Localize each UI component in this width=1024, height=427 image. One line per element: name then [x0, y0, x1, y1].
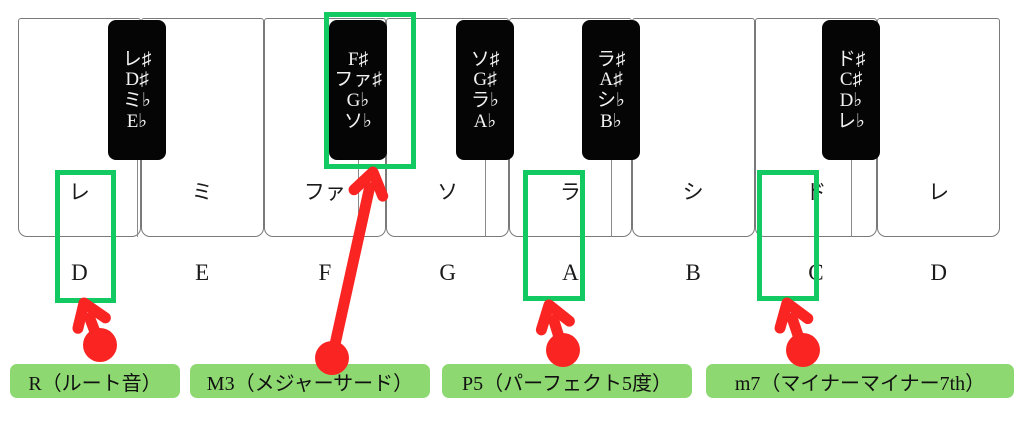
arrow-to-root-shaft: [84, 312, 106, 351]
black-key-stem: [611, 158, 612, 237]
black-key-note-line: A♯: [599, 69, 623, 91]
black-key-1[interactable]: F♯ファ♯G♭ソ♭: [329, 20, 387, 160]
arrow-to-p5-origin-dot: [546, 333, 580, 367]
white-key-latin-label: F: [318, 260, 332, 285]
highlight-box-white-key-a: [523, 170, 585, 301]
black-key-3[interactable]: ラ♯A♯シ♭B♭: [582, 20, 640, 160]
black-key-note-line: C♯: [839, 69, 863, 91]
black-key-note-line: G♭: [346, 90, 370, 111]
arrow-to-m7-origin-dot: [786, 333, 820, 367]
white-key-kana-label: ラ: [559, 180, 581, 204]
white-key-kana-label: シ: [682, 180, 704, 204]
black-key-note-line: B♭: [600, 110, 622, 132]
white-key-kana-label: ファ: [303, 180, 346, 204]
highlight-box-white-key-d: [55, 170, 116, 303]
black-key-note-line: A♭: [473, 110, 497, 132]
black-key-note-line: G♯: [473, 69, 497, 91]
arrow-to-m7-shaft: [786, 312, 809, 356]
white-key-latin-label: E: [195, 260, 210, 285]
chord-tone-pill-label: R（ルート音）: [28, 372, 162, 395]
black-key-note-line: シ♭: [597, 90, 625, 111]
arrow-to-p5-head: [535, 299, 575, 336]
black-key-0[interactable]: レ♯D♯ミ♭E♭: [108, 20, 166, 160]
chord-tone-pill-label: P5（パーフェクト5度）: [462, 372, 672, 395]
black-key-stem: [851, 158, 852, 237]
black-key-note-line: ソ♭: [344, 110, 372, 132]
black-key-note-line: レ♯: [122, 48, 152, 70]
chord-tone-pill-c[interactable]: m7（マイナーマイナー7th）: [706, 364, 1014, 398]
white-key-b-5[interactable]: シ: [631, 18, 755, 237]
arrow-to-root-head: [72, 297, 111, 334]
chord-tone-pill-label: m7（マイナーマイナー7th）: [734, 372, 986, 395]
black-key-stem: [485, 158, 486, 237]
chord-tone-pill-label: M3（メジャーサード）: [206, 372, 414, 395]
arrow-to-m7-head: [774, 297, 814, 334]
black-key-4[interactable]: ド♯C♯D♭レ♭: [822, 20, 880, 160]
highlight-box-black-key-fsharp: [324, 12, 416, 169]
black-key-note-line: ミ♭: [123, 90, 151, 111]
black-key-stem: [137, 158, 138, 237]
black-key-note-line: ファ♯: [334, 69, 382, 91]
black-key-stem: [358, 158, 359, 237]
chord-tone-pill-d[interactable]: R（ルート音）: [10, 364, 180, 398]
black-key-note-line: ラ♯: [596, 48, 626, 70]
black-key-note-line: D♯: [125, 69, 149, 91]
black-key-note-line: F♯: [347, 48, 369, 70]
black-key-note-line: D♭: [839, 90, 863, 111]
black-key-2[interactable]: ソ♯G♯ラ♭A♭: [456, 20, 514, 160]
white-key-latin-label: A: [562, 260, 579, 285]
black-key-note-line: レ♭: [837, 110, 865, 132]
white-key-latin-label: B: [685, 260, 701, 285]
black-key-note-line: E♭: [126, 110, 148, 132]
black-key-note-line: ラ♭: [471, 90, 499, 111]
white-key-kana-label: レ: [928, 180, 950, 204]
white-key-latin-label: G: [439, 260, 456, 285]
white-key-latin-label: D: [71, 260, 88, 285]
highlight-box-white-key-c: [757, 170, 819, 301]
arrow-to-p5-shaft: [548, 314, 569, 356]
chord-tone-pill-fsharp[interactable]: M3（メジャーサード）: [190, 364, 430, 398]
white-key-kana-label: ソ: [437, 180, 459, 204]
white-key-latin-label: D: [930, 260, 947, 285]
chord-tone-pill-a[interactable]: P5（パーフェクト5度）: [442, 364, 692, 398]
white-key-kana-label: レ: [68, 180, 90, 204]
white-key-kana-label: ミ: [191, 180, 213, 204]
black-key-note-line: ソ♯: [470, 48, 500, 70]
black-key-note-line: ド♯: [836, 48, 866, 70]
white-key-d-7[interactable]: レ: [877, 18, 1000, 237]
arrow-to-root-origin-dot: [83, 328, 117, 362]
